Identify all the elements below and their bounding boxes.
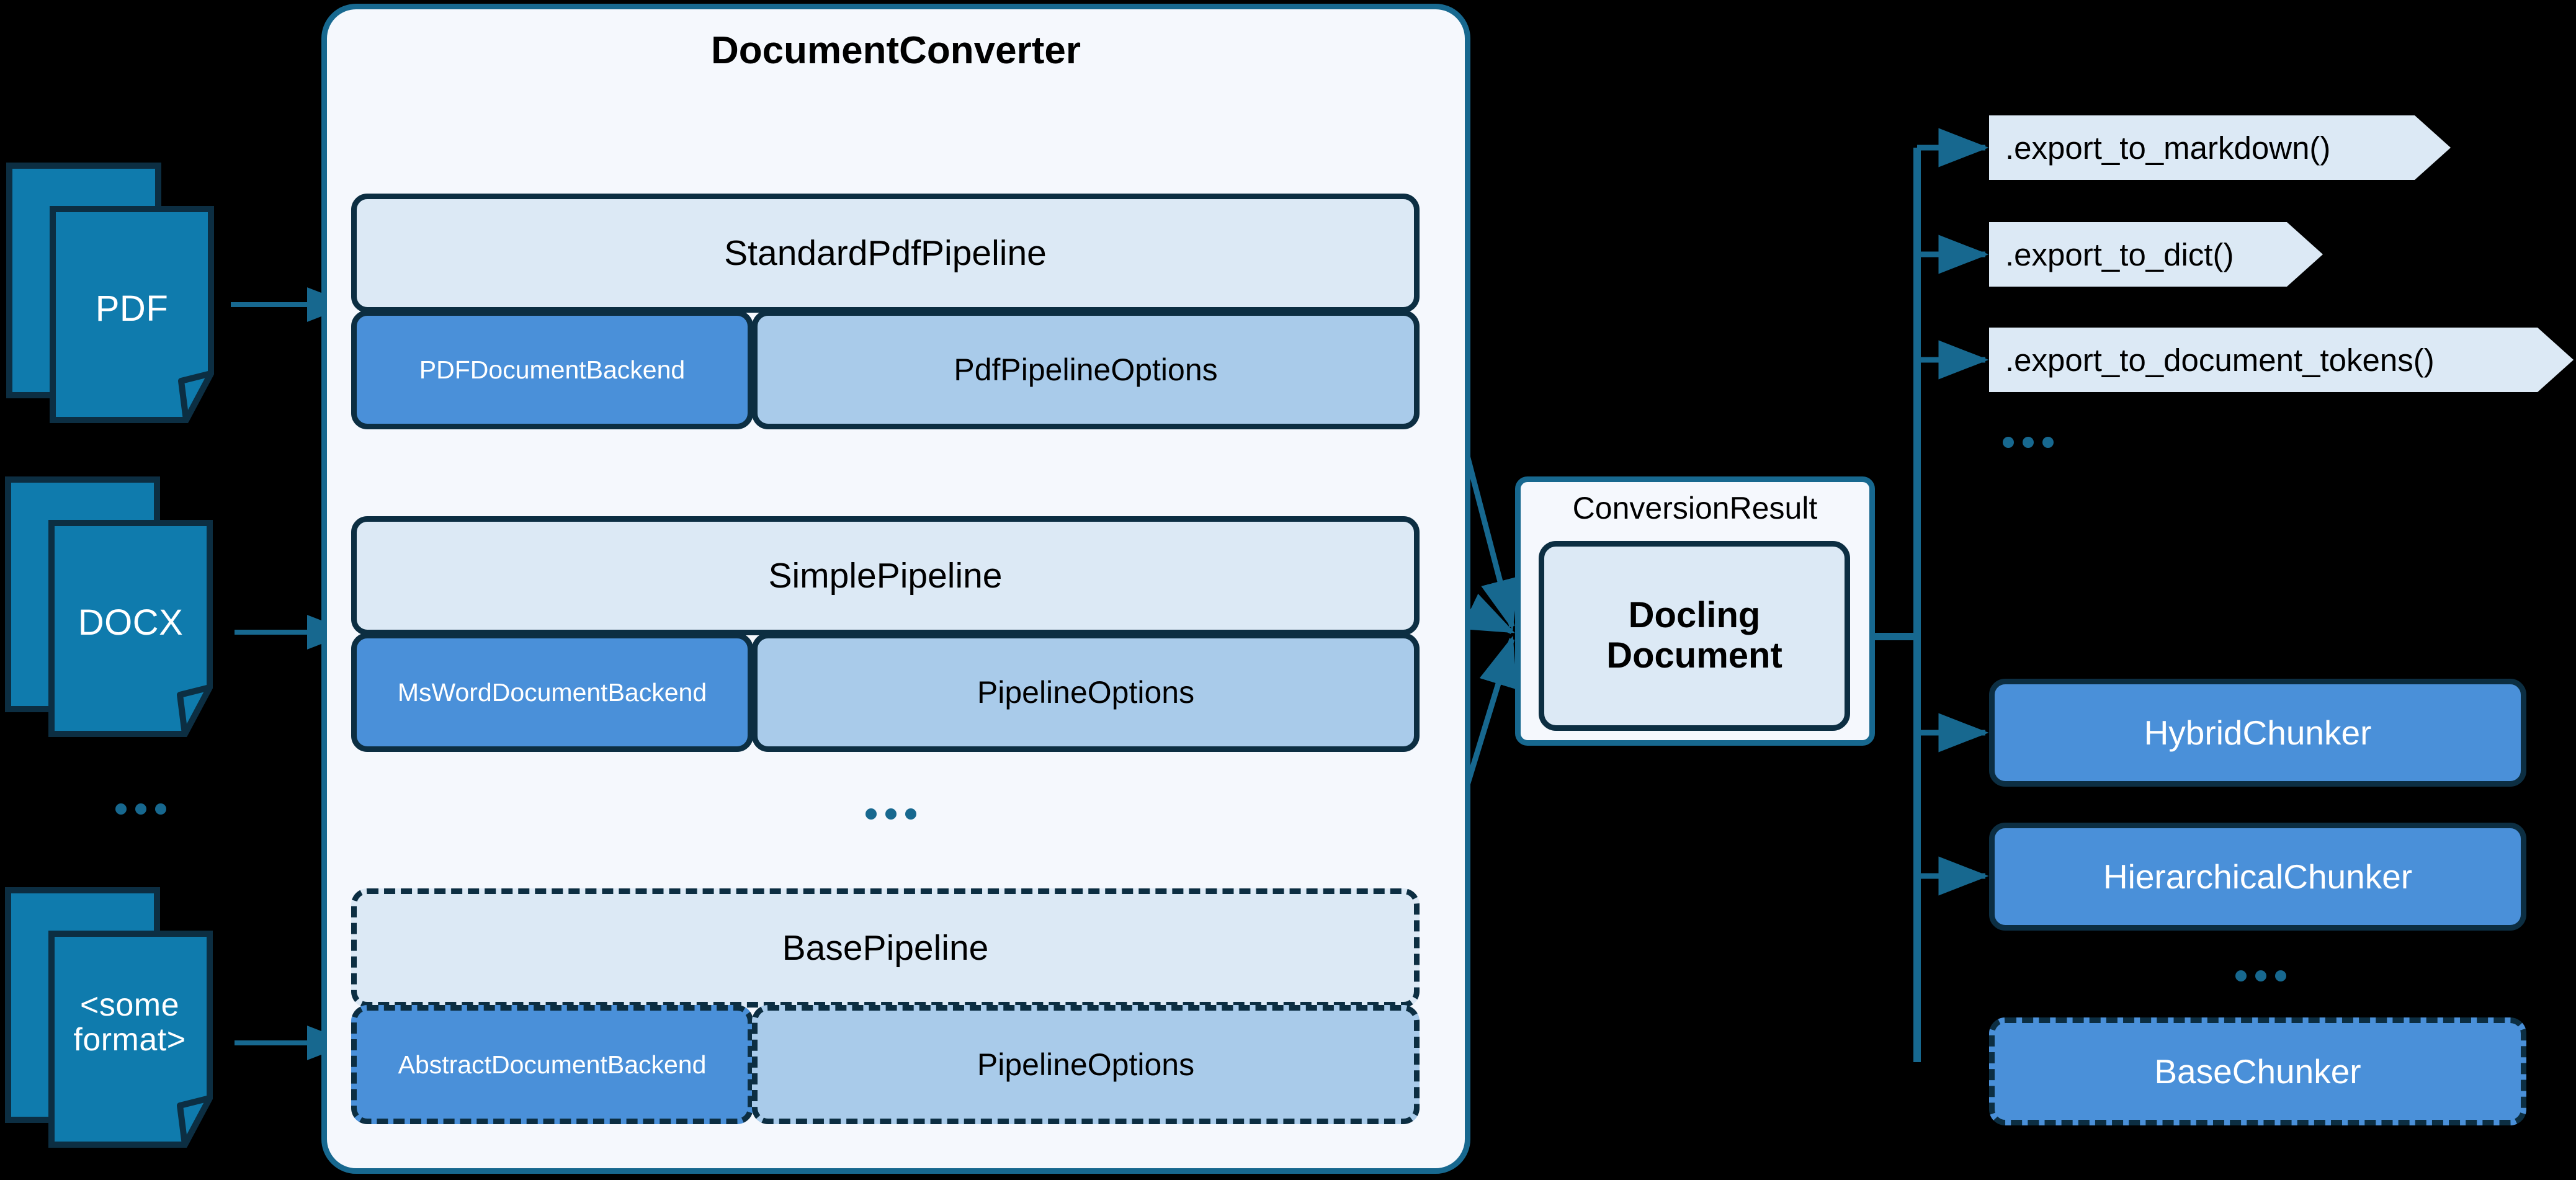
chunker-hierarchical-label: HierarchicalChunker	[2103, 857, 2413, 896]
pipeline-group-simple[interactable]: SimplePipeline MsWordDocumentBackend Pip…	[351, 516, 1420, 752]
export-method-markdown-label: .export_to_markdown()	[2005, 130, 2331, 166]
dot	[115, 803, 127, 815]
chunker-hybrid-label: HybridChunker	[2144, 713, 2372, 752]
pipeline-simple-options[interactable]: PipelineOptions	[752, 633, 1420, 752]
result-branch-arrows	[1917, 128, 1989, 896]
input-document-pdf[interactable]: PDF	[6, 163, 231, 423]
chunker-base[interactable]: BaseChunker	[1989, 1017, 2526, 1125]
pipeline-base-backend[interactable]: AbstractDocumentBackend	[351, 1005, 753, 1124]
input-documents-ellipsis	[115, 803, 166, 815]
generic-doc-icon	[5, 887, 213, 1148]
pipeline-standard-pdf-options[interactable]: PdfPipelineOptions	[752, 310, 1420, 429]
conversion-result-label: ConversionResult	[1572, 491, 1818, 525]
converter-pipelines-ellipsis	[865, 808, 916, 820]
pdf-doc-icon	[6, 163, 214, 423]
dot	[155, 803, 166, 815]
pipeline-simple-backend[interactable]: MsWordDocumentBackend	[351, 633, 753, 752]
input-document-some-format-label: <some format>	[73, 987, 186, 1058]
input-document-docx-label: DOCX	[78, 602, 184, 643]
input-document-docx[interactable]: DOCX	[5, 476, 236, 737]
dot	[2003, 437, 2014, 448]
pipeline-standard-pdf-head[interactable]: StandardPdfPipeline	[351, 194, 1420, 313]
document-converter-title: DocumentConverter	[711, 29, 1081, 72]
dot	[905, 808, 916, 820]
dot	[2275, 970, 2286, 981]
export-methods-ellipsis	[2003, 437, 2054, 448]
result-output-arrows	[1875, 148, 1921, 1062]
docling-document-box[interactable]: Docling Document	[1539, 541, 1850, 731]
pipeline-group-base[interactable]: BasePipeline AbstractDocumentBackend Pip…	[351, 888, 1420, 1124]
pipeline-standard-pdf-backend[interactable]: PDFDocumentBackend	[351, 310, 753, 429]
input-document-some-format[interactable]: <some format>	[5, 887, 236, 1148]
input-document-pdf-label: PDF	[95, 288, 169, 329]
dot	[885, 808, 897, 820]
export-method-dict-label: .export_to_dict()	[2005, 236, 2234, 272]
pipeline-group-standard-pdf[interactable]: StandardPdfPipeline PDFDocumentBackend P…	[351, 194, 1420, 429]
dot	[865, 808, 877, 820]
export-method-dict[interactable]: .export_to_dict()	[1989, 222, 2323, 287]
chunkers-ellipsis	[2235, 970, 2286, 981]
dot	[2042, 437, 2054, 448]
pipeline-simple-head[interactable]: SimplePipeline	[351, 516, 1420, 635]
export-method-markdown[interactable]: .export_to_markdown()	[1989, 115, 2451, 180]
chunker-base-label: BaseChunker	[2154, 1052, 2361, 1091]
docx-doc-icon	[5, 476, 213, 737]
dot	[2255, 970, 2266, 981]
chunker-hierarchical[interactable]: HierarchicalChunker	[1989, 823, 2526, 931]
dot	[2023, 437, 2034, 448]
pipeline-base-head[interactable]: BasePipeline	[351, 888, 1420, 1008]
chunker-hybrid[interactable]: HybridChunker	[1989, 679, 2526, 787]
export-method-document-tokens[interactable]: .export_to_document_tokens()	[1989, 328, 2574, 392]
dot	[135, 803, 146, 815]
dot	[2235, 970, 2247, 981]
pipeline-base-options[interactable]: PipelineOptions	[752, 1005, 1420, 1124]
export-method-document-tokens-label: .export_to_document_tokens()	[2005, 342, 2435, 378]
